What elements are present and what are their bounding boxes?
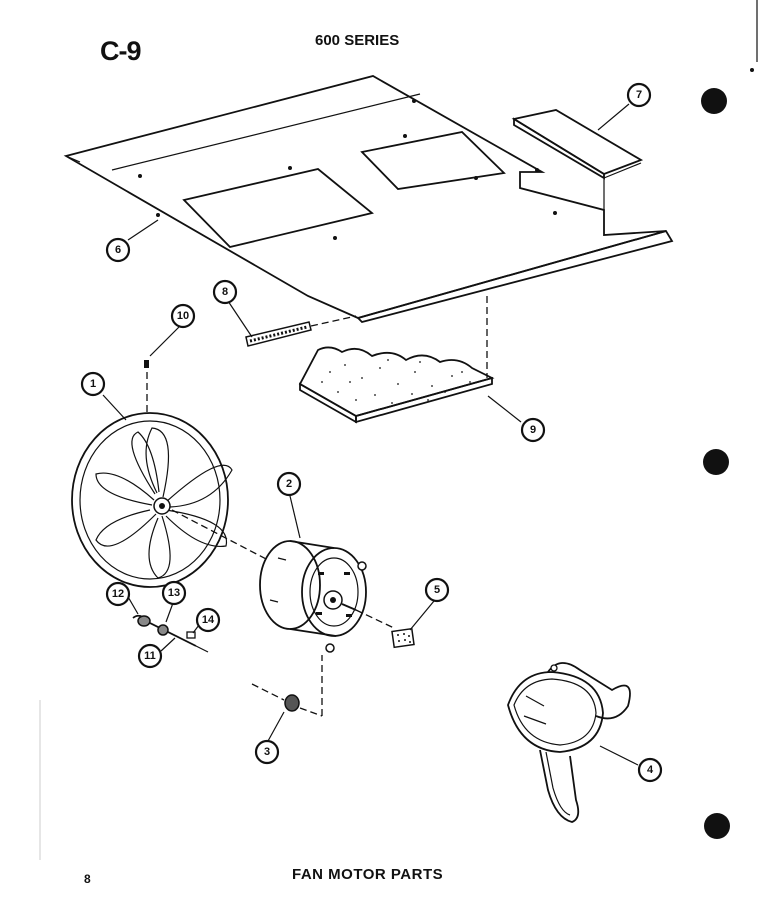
callout-9: 9 — [520, 417, 546, 443]
page-number: 8 — [84, 872, 91, 886]
callout-7: 7 — [626, 82, 652, 108]
callout-label: 8 — [222, 286, 228, 298]
callout-4: 4 — [637, 757, 663, 783]
callout-label: 2 — [286, 478, 292, 490]
speck — [750, 68, 754, 72]
capacitor-bracket — [507, 662, 631, 823]
callout-label: 13 — [168, 587, 180, 599]
callout-14: 14 — [195, 607, 221, 633]
callout-12: 12 — [105, 581, 131, 607]
top-panel — [63, 75, 674, 324]
binder-hole-bottom — [704, 813, 730, 839]
binder-hole-top — [701, 88, 727, 114]
series-title: 600 SERIES — [315, 32, 400, 49]
callout-2: 2 — [276, 471, 302, 497]
callout-label: 12 — [112, 588, 124, 600]
gasket-strip — [245, 315, 357, 347]
callout-11: 11 — [137, 643, 163, 669]
fan-motor — [259, 540, 395, 653]
callout-label: 5 — [434, 584, 440, 596]
callout-label: 10 — [177, 310, 189, 322]
callout-5: 5 — [424, 577, 450, 603]
motor-mount — [251, 655, 323, 717]
binder-hole-middle — [703, 449, 729, 475]
callout-label: 11 — [144, 650, 156, 662]
callout-label: 7 — [636, 89, 642, 101]
callout-10: 10 — [170, 303, 196, 329]
cover-plate — [511, 109, 644, 180]
callout-3: 3 — [254, 739, 280, 765]
callout-label: 9 — [530, 424, 536, 436]
mounting-hardware — [132, 614, 209, 653]
diagram-caption: FAN MOTOR PARTS — [292, 866, 444, 883]
callout-label: 1 — [90, 378, 96, 390]
page-code: C-9 — [100, 36, 142, 66]
callout-8: 8 — [212, 279, 238, 305]
callout-label: 14 — [202, 614, 215, 626]
callout-13: 13 — [161, 580, 187, 606]
callout-label: 6 — [115, 244, 121, 256]
fan-blade — [71, 412, 269, 588]
callout-label: 3 — [264, 746, 270, 758]
callout-1: 1 — [80, 371, 106, 397]
callout-label: 4 — [647, 764, 654, 776]
insulation-block — [298, 296, 495, 424]
shaft-nut — [391, 627, 415, 649]
clip — [144, 360, 149, 416]
callout-6: 6 — [105, 237, 131, 263]
